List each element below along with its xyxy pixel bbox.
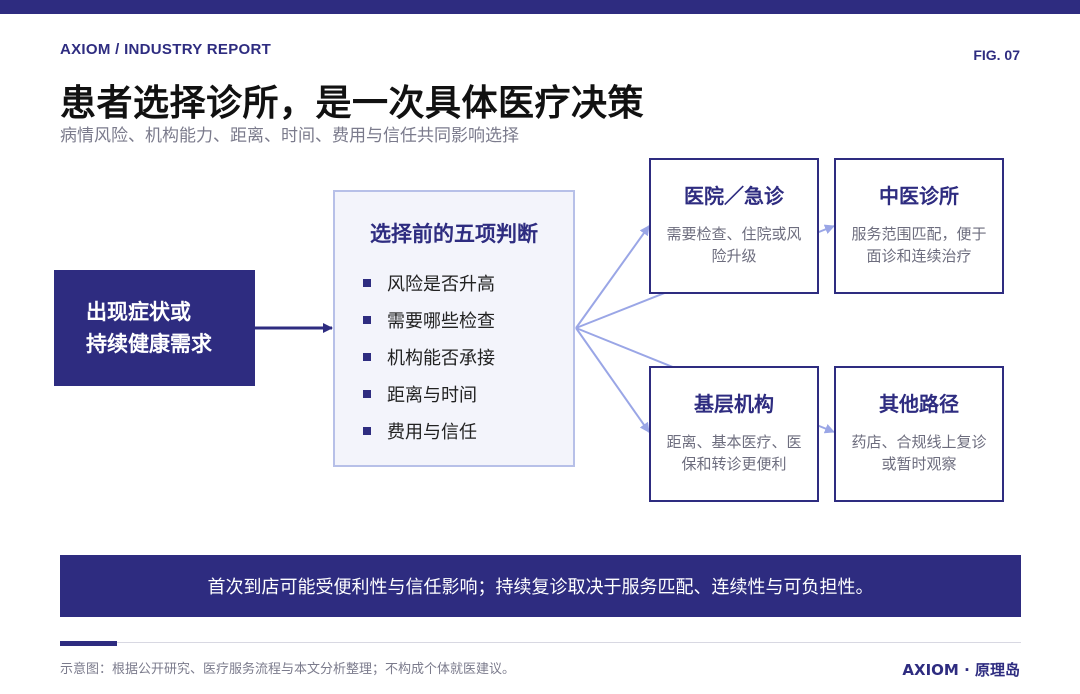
judgement-list: 风险是否升高 需要哪些检查 机构能否承接 距离与时间 费用与信任 [363,264,495,449]
path-primary-care-desc: 距离、基本医疗、医保和转诊更便利 [666,433,802,473]
footer-divider [117,642,1021,643]
bullet-square-icon [363,352,371,361]
path-tcm-clinic-desc: 服务范围匹配，便于面诊和连续治疗 [851,225,987,265]
arrow-to-primary-care [575,327,650,433]
path-primary-care: 基层机构 距离、基本医疗、医保和转诊更便利 [649,366,819,502]
arrow-to-hospital [575,225,650,329]
judgement-title: 选择前的五项判断 [370,222,538,246]
footer-note: 示意图：根据公开研究、医疗服务流程与本文分析整理；不构成个体就医建议。 [60,662,516,677]
page-subtitle: 病情风险、机构能力、距离、时间、费用与信任共同影响选择 [60,126,519,146]
judgement-item: 距离与时间 [363,375,495,412]
bullet-square-icon [363,278,371,287]
footer-brand: AXIOM · 原理岛 [902,661,1020,679]
path-hospital-title: 医院／急诊 [684,184,784,208]
footer-accent [60,641,117,646]
judgement-item-label: 风险是否升高 [387,273,495,295]
judgement-item: 机构能否承接 [363,338,495,375]
path-other: 其他路径 药店、合规线上复诊或暂时观察 [834,366,1004,502]
path-other-title: 其他路径 [879,392,959,416]
path-other-desc: 药店、合规线上复诊或暂时观察 [851,433,987,473]
start-node-line1: 出现症状或 [86,300,191,324]
page-title: 患者选择诊所，是一次具体医疗决策 [60,83,645,124]
judgement-panel: 选择前的五项判断 风险是否升高 需要哪些检查 机构能否承接 距离与时间 费用与信… [333,190,575,467]
path-tcm-clinic: 中医诊所 服务范围匹配，便于面诊和连续治疗 [834,158,1004,294]
top-accent-bar [0,0,1080,14]
bullet-square-icon [363,389,371,398]
judgement-item-label: 费用与信任 [387,421,477,443]
path-hospital: 医院／急诊 需要检查、住院或风险升级 [649,158,819,294]
path-hospital-desc: 需要检查、住院或风险升级 [666,225,802,265]
bullet-square-icon [363,315,371,324]
judgement-item: 费用与信任 [363,412,495,449]
judgement-item-label: 机构能否承接 [387,347,495,369]
summary-banner: 首次到店可能受便利性与信任影响；持续复诊取决于服务匹配、连续性与可负担性。 [60,555,1021,617]
judgement-item: 风险是否升高 [363,264,495,301]
judgement-item-label: 距离与时间 [387,384,477,406]
bullet-square-icon [363,426,371,435]
judgement-item-label: 需要哪些检查 [387,310,495,332]
judgement-item: 需要哪些检查 [363,301,495,338]
path-tcm-clinic-title: 中医诊所 [879,184,959,208]
path-primary-care-title: 基层机构 [694,392,774,416]
start-node-line2: 持续健康需求 [86,332,212,356]
figure-label: FIG. 07 [973,47,1020,63]
report-brand: AXIOM / INDUSTRY REPORT [60,41,272,58]
start-node: 出现症状或 持续健康需求 [54,270,255,386]
